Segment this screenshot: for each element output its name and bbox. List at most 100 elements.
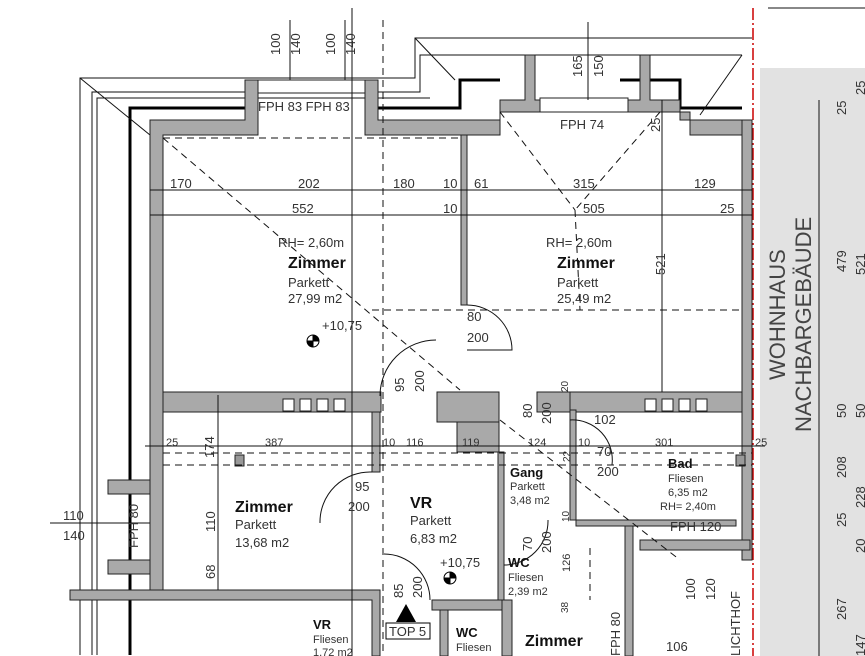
dim: 25 [648, 118, 663, 132]
room-name: Zimmer [557, 255, 615, 272]
dim: 85 [391, 584, 406, 598]
dim: 387 [265, 437, 283, 449]
neighbor-building-area [760, 68, 865, 656]
dim: 170 [170, 176, 192, 191]
room-height: RH= 2,60m [546, 235, 612, 250]
dim: 25 [853, 81, 865, 95]
room-name: Zimmer [288, 255, 346, 272]
room-height: RH= 2,40m [660, 501, 716, 513]
dim: 174 [202, 436, 217, 458]
room-area: 27,99 m2 [288, 291, 342, 306]
entrance-label-box [385, 622, 431, 640]
dim: 70 [520, 537, 535, 551]
hidden-lines [162, 20, 752, 656]
dim: 521 [853, 253, 865, 275]
level-label: +10,75 [322, 318, 362, 333]
dim: 68 [203, 565, 218, 579]
dim: 70 [597, 444, 611, 459]
dim: 95 [392, 378, 407, 392]
window-label: FPH 120 [670, 519, 721, 534]
dim: 147 [853, 634, 865, 656]
dim: 102 [594, 412, 616, 427]
neighbor-label: WOHNHAUS [765, 249, 790, 380]
dim: 200 [348, 499, 370, 514]
room-floor: Parkett [288, 275, 330, 290]
window-fph83 [257, 79, 366, 94]
dim: 200 [412, 370, 427, 392]
dim: 180 [393, 176, 415, 191]
room-name: WC [456, 625, 478, 640]
neighbor-label: NACHBARGEBÄUDE [791, 217, 816, 432]
dim: 22 [562, 450, 573, 462]
dim: 25 [166, 437, 178, 449]
room-area: 6,83 m2 [410, 531, 457, 546]
room-area: 2,39 m2 [508, 586, 548, 598]
entrance-label: TOP 5 [389, 624, 426, 639]
dim: 25 [755, 437, 767, 449]
dim: 200 [410, 576, 425, 598]
dim: 110 [203, 511, 218, 532]
dim: 479 [834, 250, 849, 272]
dim: 200 [597, 464, 619, 479]
entrance-arrow-icon [396, 604, 416, 622]
dim: 61 [474, 176, 488, 191]
dim: 20 [560, 380, 571, 392]
room-floor: Fliesen [668, 473, 703, 485]
dim: 10 [561, 510, 572, 522]
dim: 106 [666, 639, 688, 654]
dim: 20 [853, 539, 865, 553]
dim: 10 [443, 201, 457, 216]
window-label: FPH 83 FPH 83 [258, 99, 350, 114]
window-label: FPH 80 [126, 504, 141, 548]
window-label: FPH 74 [560, 117, 604, 132]
dim: 200 [539, 531, 554, 553]
room-area: 1,72 m2 [313, 647, 353, 656]
dim: 38 [560, 601, 571, 613]
dim: 165 [570, 55, 585, 77]
dim: 25 [834, 513, 849, 527]
dim: 100 [268, 33, 283, 55]
dim: 80 [520, 404, 535, 418]
room-name: WC [508, 555, 530, 570]
dim: 140 [343, 33, 358, 55]
room-area: 25,49 m2 [557, 291, 611, 306]
dim: 505 [583, 201, 605, 216]
level-marker-2 [443, 571, 457, 585]
room-name: Gang [510, 465, 543, 480]
dim: 150 [591, 55, 606, 77]
dim: 202 [298, 176, 320, 191]
dim: 129 [694, 176, 716, 191]
dim: 100 [323, 33, 338, 55]
walls [69, 54, 753, 656]
dim: 552 [292, 201, 314, 216]
dim: 10 [443, 176, 457, 191]
dim: 200 [539, 402, 554, 424]
room-name: Bad [668, 456, 693, 471]
level-marker-1 [306, 334, 320, 348]
dim: 50 [834, 404, 849, 418]
dim: 315 [573, 176, 595, 191]
room-name: LICHTHOF [728, 591, 743, 656]
dim: 25 [834, 101, 849, 115]
window-label: FPH 80 [608, 612, 623, 656]
dim: 301 [655, 437, 673, 449]
dim: 110 [63, 508, 84, 523]
room-area: 13,68 m2 [235, 535, 289, 550]
room-floor: Fliesen [456, 642, 491, 654]
dim: 521 [653, 253, 668, 275]
room-floor: Parkett [510, 481, 545, 493]
room-floor: Parkett [235, 517, 277, 532]
dim: 267 [834, 598, 849, 620]
dim: 140 [63, 528, 85, 543]
dim: 200 [467, 330, 489, 345]
dimension-lines [50, 8, 820, 656]
room-name: Zimmer [235, 499, 293, 516]
room-height: RH= 2,60m [278, 235, 344, 250]
room-name: VR [313, 617, 332, 632]
window-fph74 [539, 97, 629, 113]
room-area: 6,35 m2 [668, 487, 708, 499]
dim: 208 [834, 456, 849, 478]
dim: 116 [406, 437, 424, 449]
dim: 140 [288, 33, 303, 55]
